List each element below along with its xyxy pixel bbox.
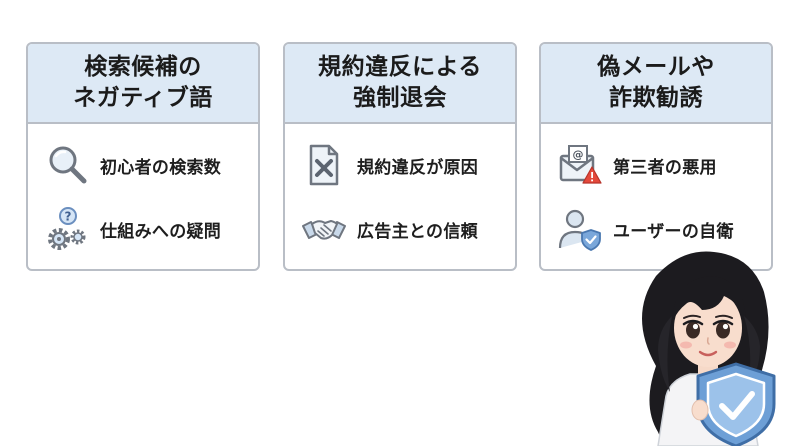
user-shield-icon: [557, 206, 603, 252]
card-title-line-1: 偽メールや: [597, 54, 715, 80]
card-header: 偽メールや 詐欺勧誘: [541, 44, 771, 124]
card-header: 規約違反による 強制退会: [285, 44, 515, 124]
list-item: ユーザーの自衛: [557, 206, 734, 252]
list-item: ? 仕組みへの疑問: [44, 206, 221, 252]
card-title-line-2: ネガティブ語: [73, 85, 213, 111]
item-label: ユーザーの自衛: [613, 221, 734, 242]
card-title-line-2: 強制退会: [353, 85, 447, 111]
question-gears-icon: ?: [44, 206, 90, 252]
warning-email-icon: @: [557, 142, 603, 188]
card-forced-withdrawal: 規約違反による 強制退会 規約違反が原因 広告主との信頼: [283, 42, 517, 271]
item-label: 初心者の検索数: [100, 157, 222, 178]
item-label: 仕組みへの疑問: [100, 221, 222, 242]
rejected-document-icon: [301, 142, 347, 188]
card-title-line-1: 検索候補の: [84, 54, 202, 80]
item-label: 広告主との信頼: [357, 221, 478, 242]
item-label: 第三者の悪用: [613, 157, 717, 178]
item-label: 規約違反が原因: [357, 157, 479, 178]
card-phishing-scams: 偽メールや 詐欺勧誘 @ 第三者の悪用 ユーザーの自衛: [539, 42, 773, 271]
list-item: @ 第三者の悪用: [557, 142, 717, 188]
card-search-suggestions: 検索候補の ネガティブ語 初心者の検索数 ? 仕組みへの疑問: [26, 42, 260, 271]
card-title-line-1: 規約違反による: [318, 54, 482, 80]
magnifier-icon: [44, 142, 90, 188]
girl-with-shield-icon: [612, 246, 800, 446]
card-header: 検索候補の ネガティブ語: [28, 44, 258, 124]
list-item: 規約違反が原因: [301, 142, 478, 188]
handshake-icon: [301, 206, 347, 252]
list-item: 初心者の検索数: [44, 142, 221, 188]
svg-text:?: ?: [65, 210, 72, 224]
card-title-line-2: 詐欺勧誘: [609, 85, 703, 111]
list-item: 広告主との信頼: [301, 206, 478, 252]
svg-text:@: @: [573, 148, 584, 161]
